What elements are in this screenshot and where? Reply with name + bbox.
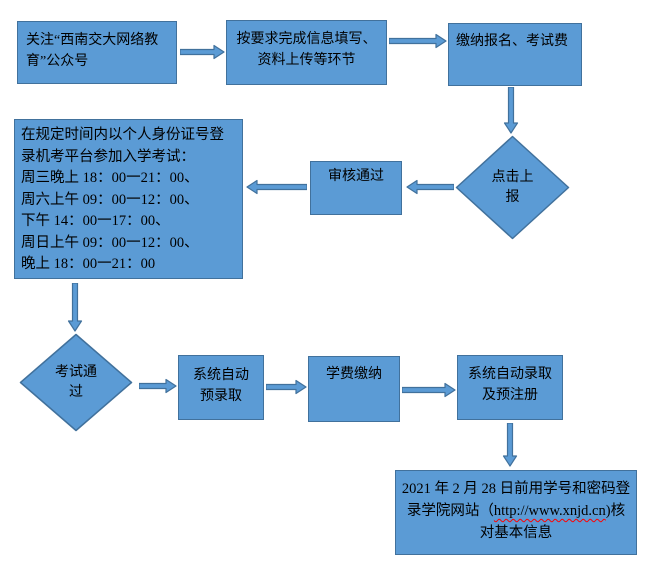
node-auto-admission: 系统自动录取 及预注册 bbox=[457, 355, 563, 420]
node-click-submit: 点击上 报 bbox=[455, 135, 570, 240]
node-text-line: 系统自动 bbox=[193, 368, 249, 383]
node-text-line: 审核通过 bbox=[328, 169, 384, 184]
node-verify-info: 2021 年 2 月 28 日前用学号和密码登 录学院网站（http://www… bbox=[395, 470, 637, 555]
arrow-right-follow-to-fill bbox=[180, 44, 225, 60]
node-text-line: 对基本信息 bbox=[479, 525, 553, 541]
node-text-segment: 录学院网站（ bbox=[406, 503, 494, 519]
arrow-left-review-to-exam bbox=[246, 179, 307, 195]
node-text-segment: )核 bbox=[605, 503, 626, 519]
diamond-shape bbox=[19, 333, 133, 432]
arrow-right-preadmission-to-tuition bbox=[266, 379, 307, 395]
diamond-shape bbox=[455, 135, 570, 240]
diamond-text: 考试通 过 bbox=[19, 333, 133, 432]
node-text-line: 学费缴纳 bbox=[326, 367, 382, 382]
node-text-line: 点击上 bbox=[491, 169, 534, 185]
arrow-left-submit-to-review bbox=[406, 179, 454, 195]
diamond-text: 点击上 报 bbox=[455, 135, 570, 240]
node-text-line: 周日上午 09：00一12：00、 bbox=[21, 234, 199, 251]
node-text-line: 关注“西南交大网络教 bbox=[26, 33, 159, 48]
node-text-line: 按要求完成信息填写、 bbox=[236, 32, 377, 47]
node-text-line: 报 bbox=[505, 189, 520, 205]
website-url-text: http://www.xnjd.cn bbox=[493, 503, 606, 519]
node-text-line: 周六上午 09：00一12：00、 bbox=[21, 191, 199, 208]
node-entrance-exam: 在规定时间内以个人身份证号登 录机考平台参加入学考试： 周三晚上 18：00一2… bbox=[14, 119, 243, 279]
node-follow-account: 关注“西南交大网络教 育”公众号 bbox=[17, 21, 177, 84]
node-text-line: 晚上 18：00一21：00 bbox=[21, 256, 156, 272]
node-text-line: 2021 年 2 月 28 日前用学号和密码登 bbox=[401, 481, 631, 497]
node-text-line: 下午 14：00一17：00、 bbox=[21, 213, 170, 229]
arrow-down-admission-to-verify bbox=[502, 423, 518, 467]
arrow-down-exam-to-pass bbox=[67, 283, 83, 332]
node-text-line: 资料上传等环节 bbox=[257, 53, 356, 68]
node-exam-pass: 考试通 过 bbox=[19, 333, 133, 432]
node-review-pass: 审核通过 bbox=[310, 161, 402, 215]
node-text-line: 考试通 bbox=[55, 364, 97, 380]
arrow-right-fill-to-pay bbox=[389, 33, 447, 49]
arrow-right-pass-to-preadmission bbox=[139, 378, 177, 394]
node-auto-pre-admission: 系统自动 预录取 bbox=[178, 355, 264, 420]
node-text-line: 系统自动录取 bbox=[468, 367, 552, 382]
node-text-line: 预录取 bbox=[200, 389, 242, 404]
node-text-line: 缴纳报名、考试费 bbox=[456, 34, 568, 49]
arrow-down-pay-to-submit bbox=[503, 87, 519, 134]
node-text-line: 周三晚上 18：00一21：00、 bbox=[21, 170, 199, 186]
node-text-line: 在规定时间内以个人身份证号登 bbox=[21, 127, 224, 143]
arrow-right-tuition-to-admission bbox=[402, 382, 456, 398]
node-text-line: 育”公众号 bbox=[26, 54, 89, 69]
node-text-line: 录机考平台参加入学考试： bbox=[21, 148, 195, 165]
node-text-line: 录学院网站（http://www.xnjd.cn)核 bbox=[400, 500, 632, 522]
node-text-line: 及预注册 bbox=[482, 388, 538, 403]
node-tuition-payment: 学费缴纳 bbox=[308, 356, 400, 422]
node-fill-info: 按要求完成信息填写、 资料上传等环节 bbox=[226, 20, 387, 85]
node-text-line: 过 bbox=[69, 384, 83, 400]
node-pay-fees: 缴纳报名、考试费 bbox=[448, 23, 582, 86]
